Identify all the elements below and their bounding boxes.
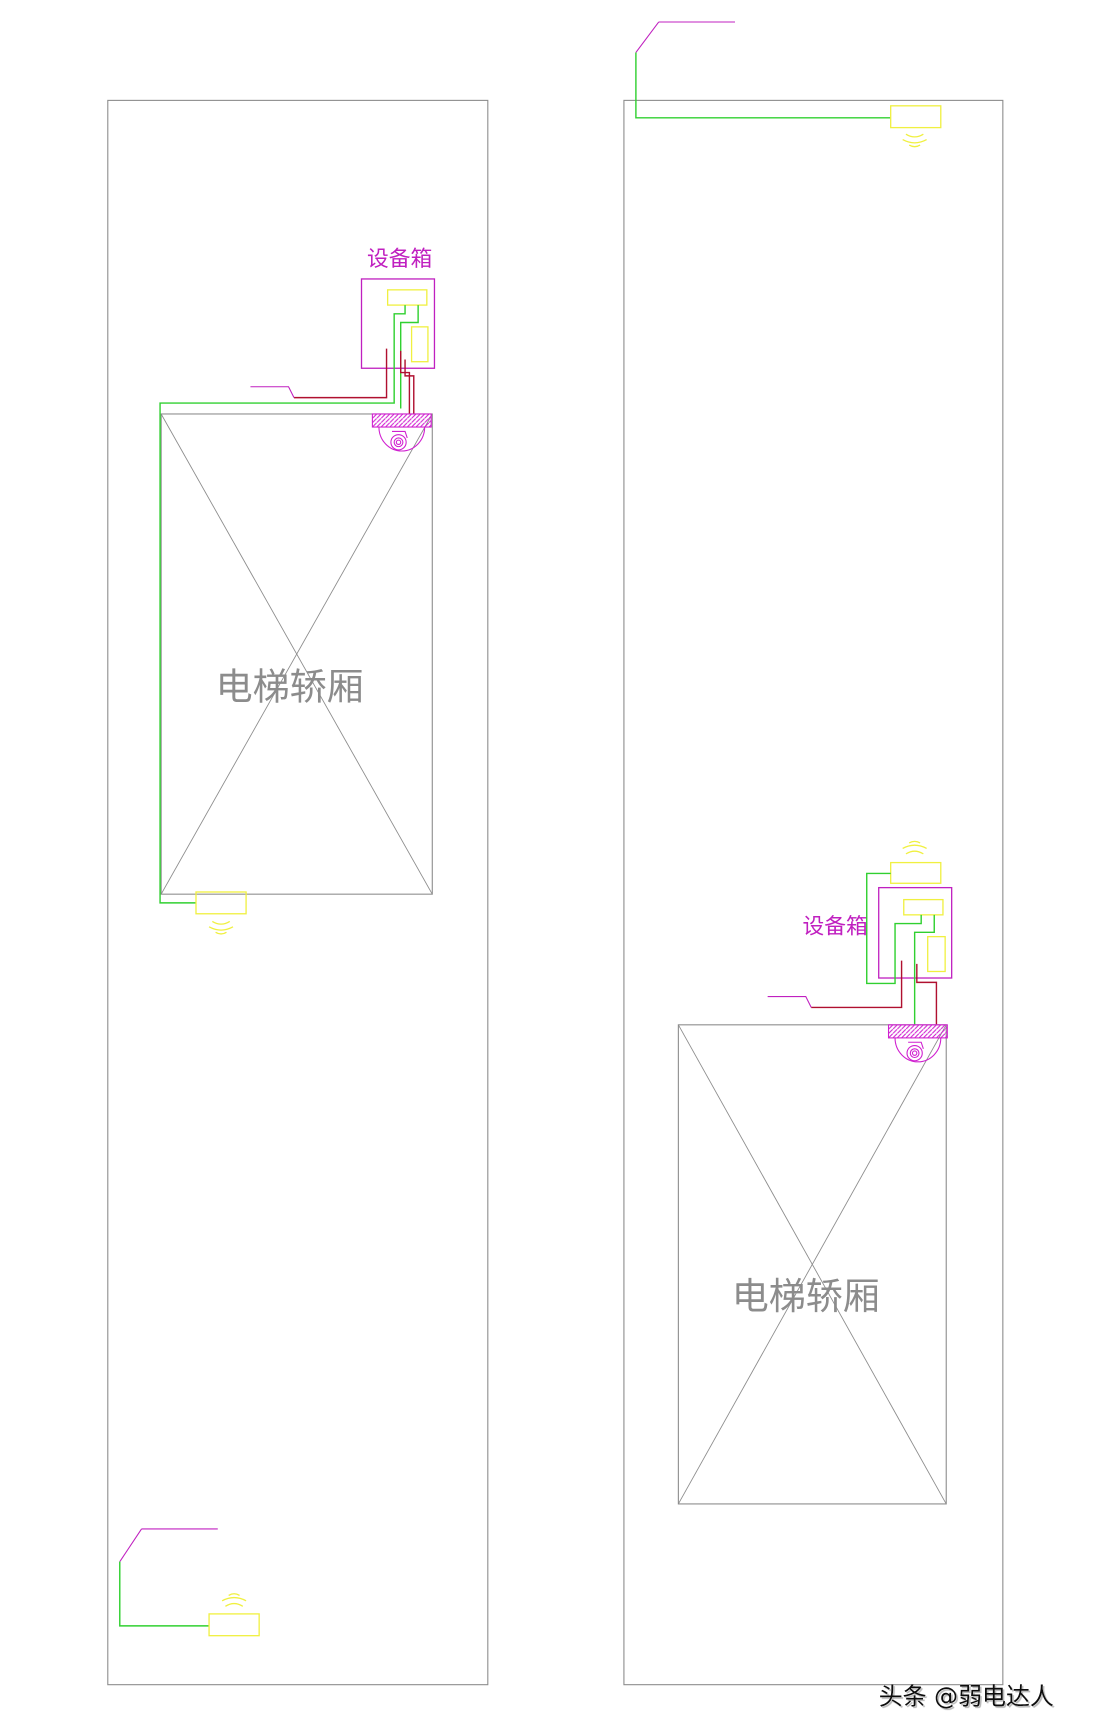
right-shaft: 设备箱 电梯轿厢 bbox=[623, 21, 1004, 1686]
left-shaft: 电梯轿厢 设备箱 bbox=[107, 99, 489, 1686]
dome-camera-icon bbox=[887, 1024, 948, 1063]
cabin-label: 电梯轿厢 bbox=[216, 665, 364, 708]
dome-camera-icon bbox=[371, 413, 432, 452]
equipment-box: 设备箱 bbox=[803, 886, 953, 979]
power-device bbox=[410, 326, 429, 363]
watermark: 头条 @弱电达人 bbox=[879, 1682, 1054, 1710]
equipment-box: 设备箱 bbox=[360, 247, 436, 369]
cables bbox=[159, 305, 419, 904]
top-ap-group bbox=[635, 21, 942, 148]
wifi-icon bbox=[221, 1593, 247, 1607]
cabin-label: 电梯轿厢 bbox=[732, 1275, 880, 1318]
bottom-ap-group bbox=[119, 1528, 260, 1637]
wireless-ap bbox=[195, 891, 247, 915]
wifi-icon bbox=[208, 920, 234, 935]
wifi-icon bbox=[902, 133, 928, 148]
equipment-box-label: 设备箱 bbox=[803, 914, 868, 939]
shaft-outline bbox=[623, 99, 1004, 1686]
equipment-box-label: 设备箱 bbox=[367, 247, 432, 272]
wifi-icon bbox=[902, 840, 928, 855]
power-device bbox=[927, 935, 946, 973]
wireless-ap bbox=[890, 105, 942, 129]
wireless-ap bbox=[208, 1613, 260, 1637]
switch-device bbox=[386, 289, 428, 306]
wireless-ap bbox=[890, 861, 942, 884]
shaft-outline bbox=[107, 99, 489, 1686]
elevator-cabin: 电梯轿厢 bbox=[677, 1024, 947, 1505]
elevator-cabin: 电梯轿厢 bbox=[160, 413, 433, 895]
cables bbox=[767, 872, 938, 1025]
switch-device bbox=[903, 898, 944, 916]
